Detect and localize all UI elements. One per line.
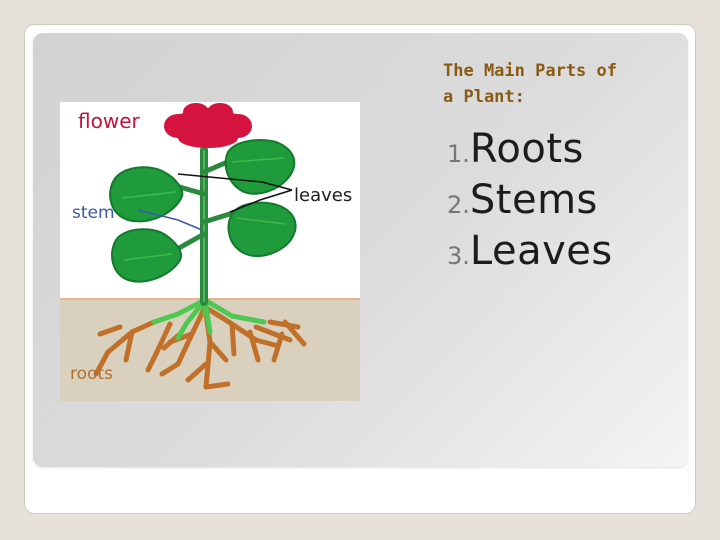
plant-diagram: flower leaves stem roots [60, 102, 360, 401]
bullet-item-leaves: 3.Leaves [447, 226, 613, 277]
bullet-number: 2. [447, 191, 470, 219]
label-leaves: leaves [294, 185, 352, 206]
title-line-1: The Main Parts of [443, 58, 678, 84]
bullet-item-stems: 2.Stems [447, 175, 613, 226]
flower-head [164, 103, 252, 148]
bullet-list: 1.Roots 2.Stems 3.Leaves [447, 124, 613, 277]
bullet-number: 3. [447, 242, 470, 270]
label-stem: stem [72, 203, 115, 223]
bullet-text: Leaves [470, 228, 613, 274]
slide-title: The Main Parts of a Plant: [443, 58, 678, 110]
bullet-item-roots: 1.Roots [447, 124, 613, 175]
title-line-2: a Plant: [443, 84, 678, 110]
label-flower: flower [78, 109, 140, 133]
label-roots: roots [70, 364, 113, 384]
bullet-text: Stems [470, 177, 598, 223]
bullet-number: 1. [447, 140, 470, 168]
bullet-text: Roots [470, 126, 584, 172]
